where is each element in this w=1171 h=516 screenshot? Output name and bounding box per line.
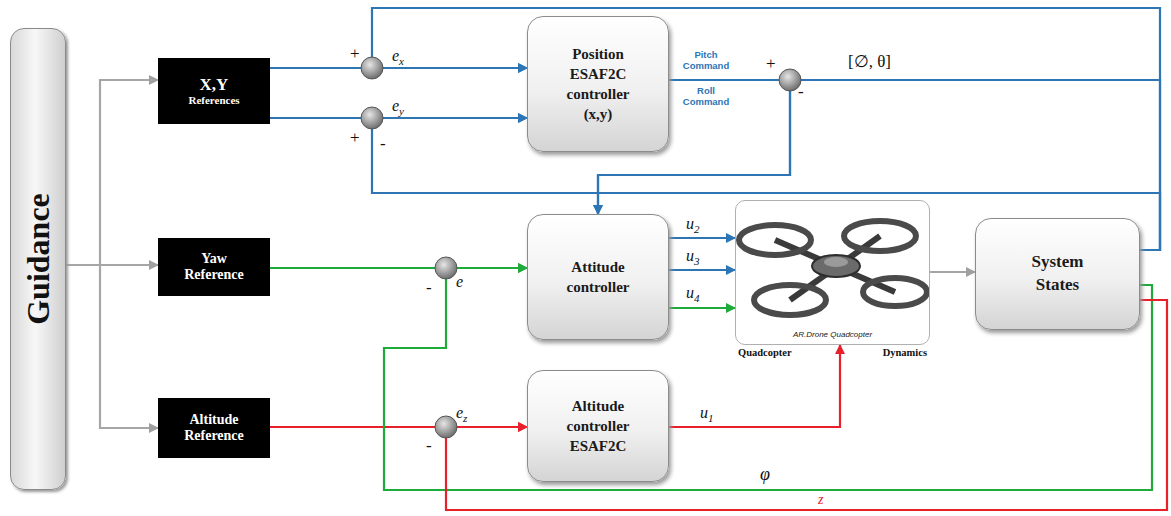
signal-connector <box>372 8 1160 250</box>
controller-block: Attitude controller <box>527 214 669 340</box>
controller-title: Attitude controller <box>555 257 641 298</box>
image-caption: AR.Drone Quadcopter <box>736 330 929 339</box>
plant-title: Quadcopter <box>738 347 792 358</box>
signal-label: u2 <box>686 214 700 236</box>
sign-label: + <box>766 54 776 74</box>
signal-connector <box>66 80 158 265</box>
signal-label: [∅, θ] <box>848 52 891 72</box>
controller-block: Position ESAF2C controller (x,y) <box>527 16 669 152</box>
signal-name: Pitch Command <box>674 50 738 72</box>
signal-label: ex <box>392 46 404 68</box>
signal-connector <box>669 237 735 239</box>
plant-title: Dynamics <box>883 347 927 358</box>
sign-label: - <box>426 436 432 456</box>
summing-junction <box>361 107 383 129</box>
signal-connector <box>669 269 735 271</box>
drone-rotor-guard <box>739 225 811 255</box>
reference-block: Yaw Reference <box>158 238 270 296</box>
drone-hull-top <box>824 257 848 267</box>
drone-body <box>812 255 860 277</box>
sign-label: - <box>798 82 804 102</box>
signal-label: u3 <box>686 246 700 268</box>
signal-connector <box>930 271 975 273</box>
plant-block: AR.Drone QuadcopterQuadcopterDynamics <box>735 200 930 345</box>
drone-arm <box>790 236 880 300</box>
reference-block: X,YReferences <box>158 58 270 124</box>
signal-connector <box>669 307 735 309</box>
summing-junction <box>779 69 801 91</box>
reference-title: Altitude Reference <box>172 412 256 444</box>
reference-block: Altitude Reference <box>158 398 270 458</box>
sign-label: + <box>350 128 360 148</box>
drone-rotor-guard <box>754 285 826 315</box>
signal-label: ey <box>392 96 404 118</box>
sign-label: - <box>426 278 432 298</box>
signal-label: ez <box>456 403 467 425</box>
quadcopter-illustration <box>739 221 927 315</box>
block-title: System States <box>1010 251 1106 297</box>
signal-connector <box>66 265 158 428</box>
signal-label: u1 <box>700 403 714 425</box>
signal-connector <box>669 345 840 427</box>
drone-rotor-guard <box>863 278 927 306</box>
controller-title: Altitude controller ESAF2C <box>555 396 641 457</box>
drone-rotor-guard <box>844 221 916 251</box>
reference-symbol: X,Y <box>200 75 229 95</box>
signal-label: φ <box>760 464 770 486</box>
signal-label: e <box>456 272 463 294</box>
states-block: System States <box>975 218 1140 330</box>
summing-junction <box>435 257 457 279</box>
signal-label: z <box>816 492 825 507</box>
block-title: Guidance <box>20 193 57 325</box>
summing-junction <box>361 57 383 79</box>
reference-caption: References <box>188 94 239 107</box>
signal-name: Roll Command <box>674 86 738 108</box>
guidance-block: Guidance <box>10 28 66 490</box>
signal-label: u4 <box>686 283 700 305</box>
sign-label: + <box>350 44 360 64</box>
sign-label: - <box>380 134 386 154</box>
reference-title: Yaw Reference <box>172 251 256 283</box>
summing-junction <box>435 416 457 438</box>
controller-title: Position ESAF2C controller (x,y) <box>555 44 641 125</box>
controller-block: Altitude controller ESAF2C <box>527 370 669 482</box>
